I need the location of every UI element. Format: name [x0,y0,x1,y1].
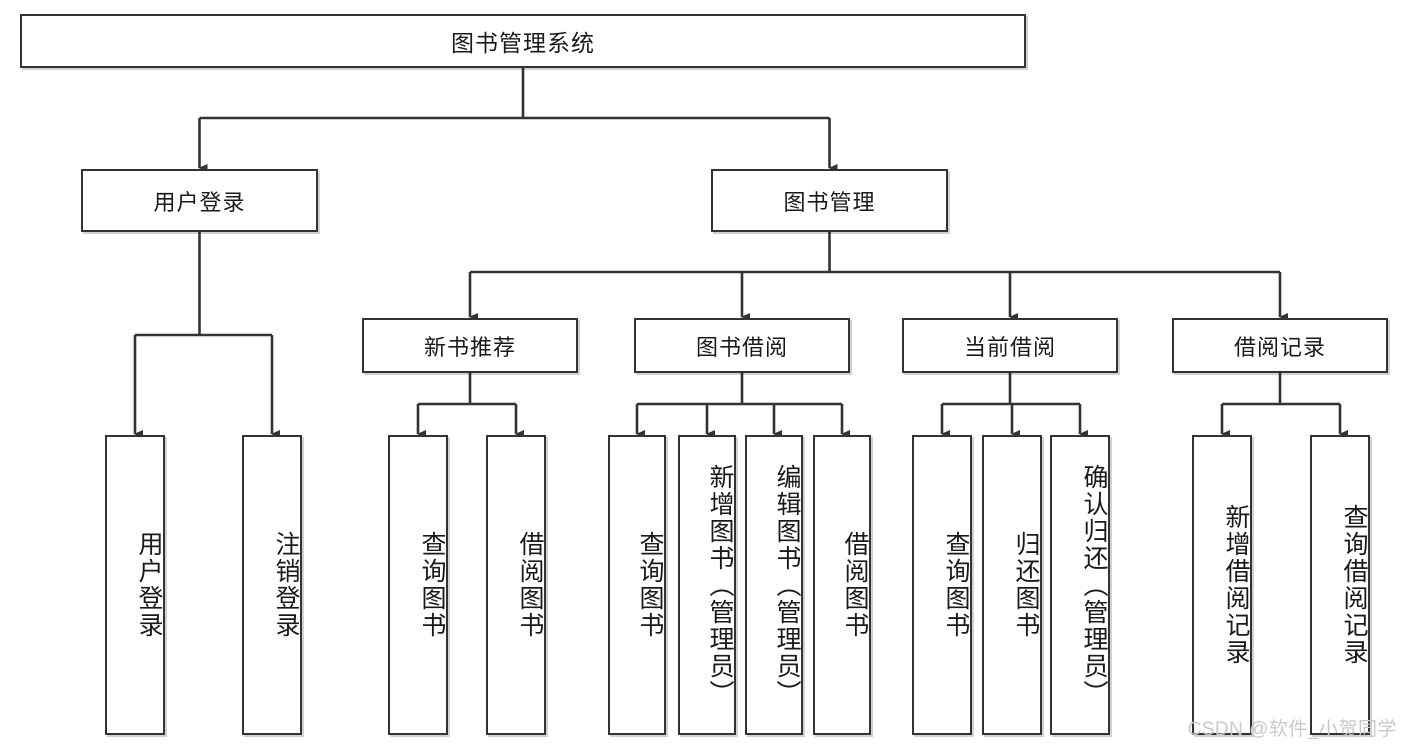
node-label: 借阅图书 [841,531,869,639]
node-label: 查询图书 [636,531,664,639]
node-leaf-query-book-borrow[interactable]: 查询图书 [608,435,666,735]
node-label: 图书借阅 [695,334,788,360]
watermark-credit: CSDN @软件_小贺同学 [1187,719,1397,740]
node-leaf-query-book-current[interactable]: 查询图书 [912,435,972,735]
node-label: 确认归还（管理员） [1080,463,1108,707]
node-label: 借阅图书 [516,531,544,639]
node-leaf-user-login[interactable]: 用户登录 [105,435,165,735]
node-leaf-borrow-book[interactable]: 借阅图书 [813,435,871,735]
node-leaf-confirm-return-admin[interactable]: 确认归还（管理员） [1050,435,1110,735]
node-label: 编辑图书（管理员） [773,463,801,707]
node-label: 当前借阅 [963,334,1056,360]
node-new-book-recommend[interactable]: 新书推荐 [362,318,578,373]
node-label: 用户登录 [135,531,163,639]
node-current-borrow[interactable]: 当前借阅 [902,318,1118,373]
node-leaf-user-logout[interactable]: 注销登录 [242,435,302,735]
node-leaf-return-book[interactable]: 归还图书 [982,435,1042,735]
node-borrow-record[interactable]: 借阅记录 [1172,318,1388,373]
node-leaf-edit-book-admin[interactable]: 编辑图书（管理员） [745,435,803,735]
node-leaf-query-borrow-record[interactable]: 查询借阅记录 [1310,435,1370,735]
node-label: 查询图书 [942,531,970,639]
node-label: 借阅记录 [1233,334,1326,360]
node-label: 图书管理 [783,189,876,215]
node-label: 新增图书（管理员） [706,463,734,707]
node-user-login[interactable]: 用户登录 [81,169,318,232]
node-label: 查询借阅记录 [1340,504,1368,666]
node-label: 归还图书 [1012,531,1040,639]
node-root-book-management-system[interactable]: 图书管理系统 [20,14,1026,68]
node-leaf-add-book-admin[interactable]: 新增图书（管理员） [678,435,736,735]
node-leaf-borrow-book-recommend[interactable]: 借阅图书 [486,435,546,735]
node-leaf-add-borrow-record[interactable]: 新增借阅记录 [1192,435,1252,735]
node-label: 新增借阅记录 [1222,504,1250,666]
node-label: 新书推荐 [423,334,516,360]
node-book-borrow[interactable]: 图书借阅 [634,318,850,373]
node-leaf-query-book-recommend[interactable]: 查询图书 [388,435,448,735]
node-label: 用户登录 [153,189,246,215]
node-label: 注销登录 [272,531,300,639]
node-book-manage[interactable]: 图书管理 [711,169,948,232]
node-label: 查询图书 [418,531,446,639]
